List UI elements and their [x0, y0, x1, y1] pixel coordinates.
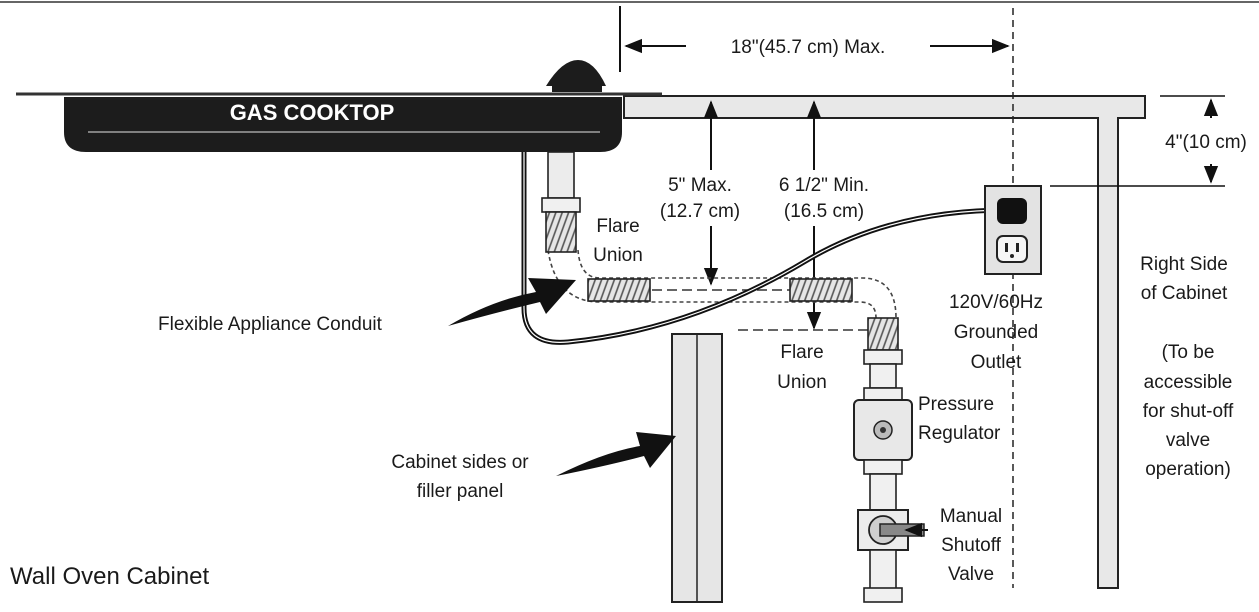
lower-pipe-c [869, 549, 897, 591]
flare-union-top-line1: Flare [596, 216, 639, 237]
conduit-pointer-arrow [448, 278, 576, 326]
right-side-line2: of Cabinet [1141, 283, 1228, 304]
power-cord-highlight [523, 152, 1009, 343]
max-label-line1: 5" Max. [668, 175, 732, 196]
width-max-label: 18"(45.7 cm) Max. [731, 37, 886, 58]
cooktop-body [64, 97, 622, 152]
pressure-regulator-icon [853, 399, 913, 461]
flare-union-top-line2: Union [593, 245, 643, 266]
flare-union-bottom-line1: Flare [780, 342, 823, 363]
outlet-icon [984, 185, 1042, 275]
outlet-label-line3: Outlet [971, 352, 1022, 373]
cabinet-sides-line2: filler panel [417, 481, 504, 502]
flare-union-bottom-line2: Union [777, 372, 827, 393]
access-note-line5: operation) [1145, 459, 1231, 480]
regulator-label-line1: Pressure [918, 394, 994, 415]
access-note-line4: valve [1166, 430, 1210, 451]
gas-pipe [547, 249, 897, 319]
lower-fitting-d [863, 587, 903, 603]
min-label-line2: (16.5 cm) [784, 201, 864, 222]
regulator-label-line2: Regulator [918, 423, 1001, 444]
valve-label-line1: Manual [940, 506, 1002, 527]
max-label-line2: (12.7 cm) [660, 201, 740, 222]
lower-fitting-a [863, 349, 903, 365]
lower-fitting-b [863, 387, 903, 401]
countertop [623, 95, 1146, 589]
outlet-label-line2: Grounded [954, 322, 1039, 343]
min-label-line1: 6 1/2" Min. [779, 175, 869, 196]
outlet-label-line1: 120V/60Hz [949, 292, 1043, 313]
valve-label-line3: Valve [948, 564, 994, 585]
flare-union-right [789, 278, 853, 302]
cabinet-pointer-arrow [556, 432, 676, 476]
depth-label: 4"(10 cm) [1165, 132, 1247, 153]
cooktop-title: GAS COOKTOP [230, 100, 395, 125]
access-note-line3: for shut-off [1143, 401, 1234, 422]
conduit-label: Flexible Appliance Conduit [158, 314, 383, 335]
lower-threaded-fitting [867, 317, 899, 351]
valve-label-line2: Shutoff [941, 535, 1002, 556]
lower-pipe-b [869, 473, 897, 511]
right-side-line1: Right Side [1140, 254, 1228, 275]
top-fitting [541, 197, 581, 213]
access-note-line2: accessible [1144, 372, 1233, 393]
top-threaded-fitting [545, 211, 577, 253]
flare-union-left [587, 278, 651, 302]
wall-oven-label: Wall Oven Cabinet [10, 563, 210, 590]
access-note-line1: (To be [1162, 342, 1215, 363]
cabinet-sides-line1: Cabinet sides or [391, 452, 529, 473]
lower-pipe-a [869, 363, 897, 389]
cooktop-inlet-pipe [547, 151, 575, 199]
burner-icon [546, 60, 606, 92]
lower-fitting-c [863, 459, 903, 475]
